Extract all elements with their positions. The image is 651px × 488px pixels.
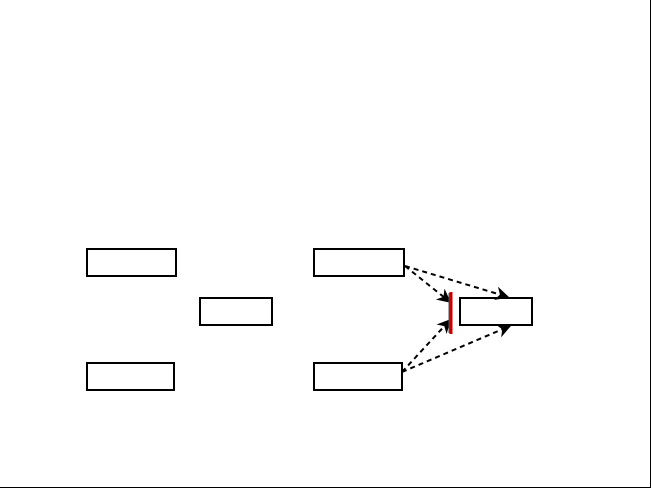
- box-mid-bottom: [313, 362, 403, 391]
- box-center: [199, 297, 273, 326]
- arrow-midtop-to-right: [404, 265, 510, 301]
- arrow-midbottom-to-bar: [401, 318, 451, 373]
- box-right: [459, 297, 533, 326]
- box-left-top: [86, 248, 177, 277]
- box-left-bottom: [86, 362, 175, 391]
- arrow-midtop-to-bar: [404, 265, 452, 303]
- box-mid-top: [313, 248, 405, 277]
- arrow-midbottom-to-right: [401, 324, 512, 373]
